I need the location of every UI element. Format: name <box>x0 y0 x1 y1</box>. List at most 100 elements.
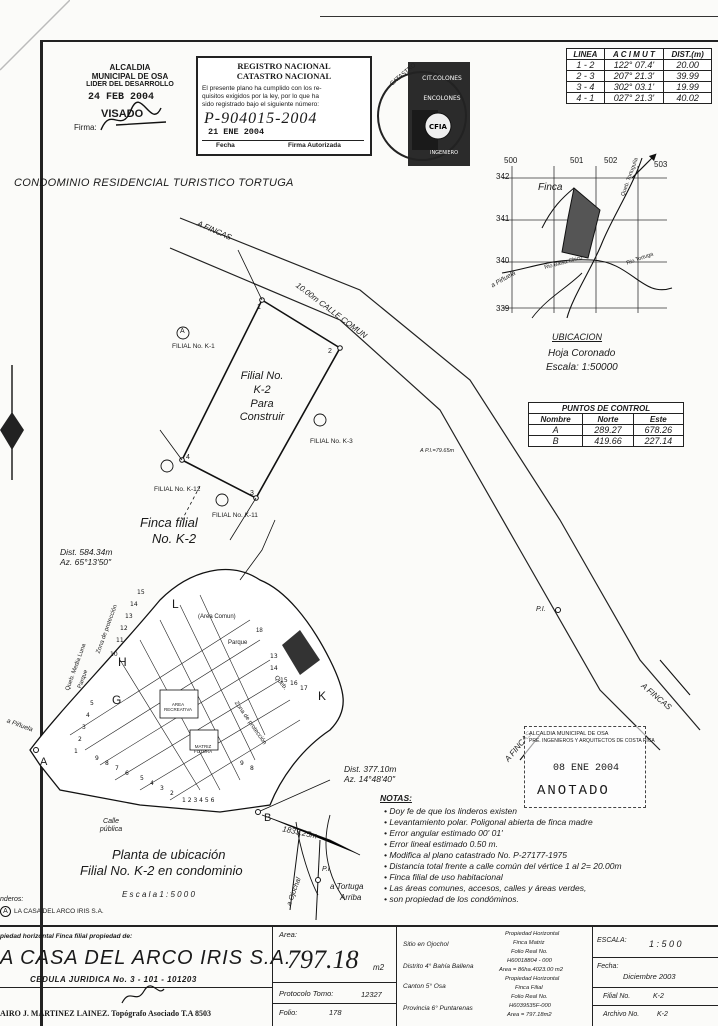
sitio-label: Sitio en Ojochol <box>403 941 449 948</box>
folio-label: Folio: <box>279 1008 298 1017</box>
svg-text:5: 5 <box>140 775 144 782</box>
anotado-line2: PRE. INGENIEROS Y ARQUITECTOS DE COSTA R… <box>529 738 655 744</box>
table-cell: 20.00 <box>663 59 712 71</box>
registro-firma: Firma Autorizada <box>288 142 341 149</box>
dist1-value: Dist. 584.34m <box>60 547 113 557</box>
anotado-stamp: ALCALDIA MUNICIPAL DE OSA PRE. INGENIERO… <box>524 726 655 808</box>
ph-line: Propiedad Horizontal <box>505 976 560 982</box>
filial-label: Filial No. <box>603 993 631 1000</box>
municipal-stamp: ALCALDIA MUNICIPAL DE OSA LIDER DEL DESA… <box>66 55 194 145</box>
distrito-label: Distrito 4° Bahía Ballena <box>403 963 474 970</box>
note-item: Distancia total frente a calle común del… <box>384 861 710 872</box>
note-item: Las áreas comunes, accesos, calles y áre… <box>384 883 710 894</box>
area-recreativa-label: AREA RECREATIVA <box>163 702 193 713</box>
arriba-label: Arriba <box>340 893 362 902</box>
area-cell: Area: 797.18 m2 Protocolo Tomo: 12327 Fo… <box>272 927 397 1026</box>
planta-line1: Planta de ubicación <box>112 847 226 862</box>
notes-block: NOTAS: Doy fe de que los linderos existe… <box>380 793 710 905</box>
k2-line2: K-2 <box>253 384 271 396</box>
canton-label: Canton 5° Osa <box>403 983 446 990</box>
title-block: piedad horizontal Finca filial propiedad… <box>0 925 718 1026</box>
site-H: H <box>118 655 127 669</box>
grid-y-label: 339 <box>496 304 510 313</box>
site-G: G <box>112 693 122 707</box>
table-cell: 302° 03.1' <box>603 81 665 93</box>
pi-coordinate: A P.I.=79.65m <box>420 448 455 454</box>
svg-text:3: 3 <box>160 785 164 792</box>
finca-filial-line2: No. K-2 <box>152 531 197 546</box>
calle-publica-label: Calle pública <box>99 818 123 834</box>
note-item: Levantamiento polar. Poligonal abierta d… <box>384 817 710 828</box>
svg-text:6: 6 <box>125 770 129 777</box>
area-unit: m2 <box>373 963 385 972</box>
vertex-1: 1 <box>257 304 261 311</box>
municipal-visado: VISADO <box>101 108 144 120</box>
svg-text:14: 14 <box>130 601 138 608</box>
registro-stamp: REGISTRO NACIONAL CATASTRO NACIONAL El p… <box>196 56 372 156</box>
fecha-value: Diciembre 2003 <box>623 972 676 981</box>
lines-table: LINEA A C I M U T DIST.(m) 1 - 2 122° 07… <box>566 48 712 104</box>
table-cell: 122° 07.4' <box>603 59 665 71</box>
escala-label: ESCALA: <box>597 937 627 944</box>
grid-y-label: 340 <box>496 256 510 265</box>
archivo-value: K-2 <box>657 1011 668 1018</box>
surveyor-signature <box>121 985 165 1004</box>
svg-text:12: 12 <box>120 625 128 632</box>
colegio-stamp: CFIA CIT.COLONES ENCOLONES INGENIERO CAT… <box>372 56 472 168</box>
ph-line: Finca Filial <box>515 985 543 991</box>
svg-text:2: 2 <box>170 790 174 797</box>
table-cell: 4 - 1 <box>566 92 605 104</box>
svg-text:5: 5 <box>90 700 94 707</box>
svg-text:11: 11 <box>116 637 124 644</box>
signature-scribble <box>100 101 167 131</box>
table-row: 1 - 2 122° 07.4' 20.00 <box>566 59 712 71</box>
point-B: B <box>264 812 272 824</box>
ph-line: H60018804 - 000 <box>507 958 552 964</box>
table-cell: 40.02 <box>663 92 712 104</box>
matriz-futura-label: MATRIZ FUTURA <box>193 744 213 755</box>
svg-text:15: 15 <box>137 589 145 596</box>
svg-text:INGENIERO: INGENIERO <box>430 150 458 156</box>
svg-text:7: 7 <box>115 765 119 772</box>
svg-text:4: 4 <box>150 780 154 787</box>
registro-body2: quisitos exigidos por la ley, por lo que… <box>202 93 319 100</box>
ojochal-pi: P.I. <box>322 866 332 873</box>
svg-text:CFIA: CFIA <box>429 123 448 131</box>
sheet-border <box>40 40 718 1026</box>
colegio-seal-icon: CFIA CIT.COLONES ENCOLONES INGENIERO CAT… <box>377 62 470 166</box>
fecha-label: Fecha: <box>597 963 619 970</box>
anotado-line1: ALCALDIA MUNICIPAL DE OSA <box>529 731 609 737</box>
ph-line: Finca Matriz <box>513 940 545 946</box>
table-cell: B <box>527 435 584 447</box>
k2-line4: Construir <box>239 411 285 423</box>
note-item: Error lineal estimado 0.50 m. <box>384 839 710 850</box>
area-value: 797.18 <box>287 945 359 974</box>
registro-body3: sido registrado bajo el siguiente número… <box>202 101 320 108</box>
municipal-firma: Firma: <box>74 123 97 132</box>
dist1-azimuth: Az. 65°13'50" <box>60 557 112 567</box>
top-edge-line <box>320 16 718 17</box>
site-K: K <box>318 689 327 703</box>
lines-header-dist: DIST.(m) <box>663 48 712 60</box>
ph-line: Area = 797.18m2 <box>507 1012 552 1018</box>
note-item: son propiedad de los condóminos. <box>384 894 710 905</box>
grid-x-label: 502 <box>604 156 618 165</box>
hoja-label: Hoja Coronado <box>548 348 616 359</box>
linderos-circle: A <box>0 906 11 917</box>
vertex-4: 4 <box>186 454 190 461</box>
note-item: Error angular estimado 00' 01' <box>384 828 710 839</box>
dist2-azimuth: Az. 14°48'40" <box>344 774 396 784</box>
filial-k1-label: FILIAL No. K-1 <box>172 343 215 350</box>
municipal-line2: MUNICIPAL DE OSA <box>91 72 169 81</box>
svg-text:13: 13 <box>270 653 278 660</box>
table-row: 2 - 3 207° 21.3' 39.99 <box>566 70 712 82</box>
area-label: Area: <box>279 930 297 939</box>
ubicacion-label: UBICACION <box>552 332 603 342</box>
linderos-label: nderos: <box>0 896 24 903</box>
ph-line: Propiedad Horizontal <box>505 931 560 937</box>
filial-k11-label: FILIAL No. K-11 <box>212 512 258 519</box>
archivo-label: Archivo No. <box>603 1011 640 1018</box>
parque-label: Parque <box>228 640 248 646</box>
svg-text:10: 10 <box>110 651 118 658</box>
lot-18: 18 <box>256 628 263 634</box>
